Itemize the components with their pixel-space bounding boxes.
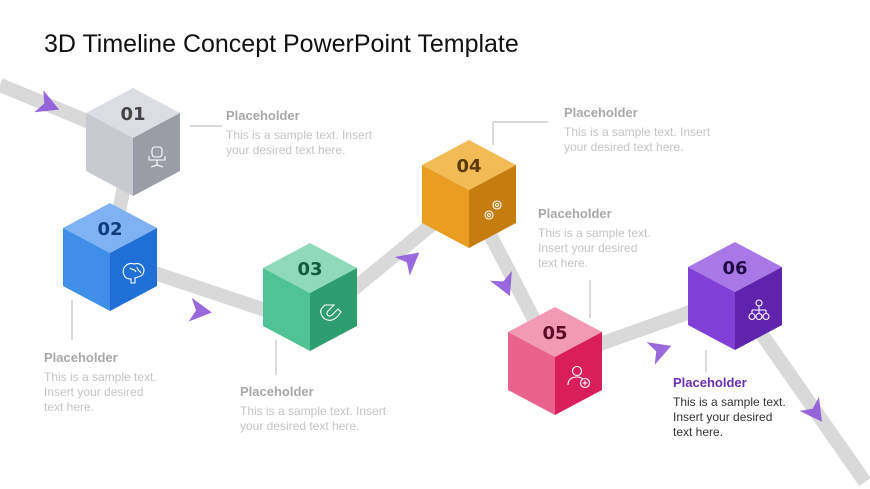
placeholder-text: This is a sample text. Insert your desir… <box>240 404 387 433</box>
cube-left-face <box>688 267 735 350</box>
cube-left-face <box>263 268 310 351</box>
placeholder-text: This is a sample text. Insert your desir… <box>673 395 786 439</box>
slide-title: 3D Timeline Concept PowerPoint Template <box>44 30 519 58</box>
cube-04: 04 <box>422 140 516 248</box>
cube-left-face <box>63 228 110 311</box>
add-user-icon <box>567 365 591 389</box>
arrow-icon <box>188 297 212 322</box>
placeholder-heading: Placeholder <box>240 384 314 399</box>
arrow-icon <box>394 252 420 276</box>
placeholder-heading: Placeholder <box>226 108 300 123</box>
cube-06: 06 <box>688 242 782 350</box>
step-number: 02 <box>97 219 122 240</box>
placeholder-6: Placeholder This is a sample text. Inser… <box>673 375 793 440</box>
arrow-icon <box>799 396 822 422</box>
arrow-icon <box>489 270 512 296</box>
arrow-icon <box>646 342 672 365</box>
step-number: 05 <box>542 323 567 344</box>
placeholder-heading: Placeholder <box>564 105 638 120</box>
placeholder-3: Placeholder This is a sample text. Inser… <box>240 384 400 434</box>
placeholder-text: This is a sample text. Insert your desir… <box>564 125 711 154</box>
cube-01: 01 <box>86 88 180 196</box>
cube-03: 03 <box>263 243 357 351</box>
placeholder-1: Placeholder This is a sample text. Inser… <box>226 108 386 158</box>
arrow-icon <box>34 90 60 113</box>
org-chart-icon <box>748 299 770 321</box>
cube-02: 02 <box>63 203 157 311</box>
office-chair-icon <box>148 146 166 168</box>
step-number: 04 <box>456 156 481 177</box>
gears-icon <box>484 200 502 220</box>
cube-right-face <box>469 165 516 248</box>
placeholder-heading: Placeholder <box>538 206 612 221</box>
cube-left-face <box>86 113 133 196</box>
step-number: 03 <box>297 259 322 280</box>
brain-icon <box>122 263 145 284</box>
step-number: 06 <box>722 258 747 279</box>
placeholder-text: This is a sample text. Insert your desir… <box>226 128 373 157</box>
magnet-icon <box>320 304 342 321</box>
placeholder-4: Placeholder This is a sample text. Inser… <box>564 105 724 155</box>
placeholder-2: Placeholder This is a sample text. Inser… <box>44 350 164 415</box>
step-number: 01 <box>120 104 145 125</box>
placeholder-heading: Placeholder <box>673 375 747 390</box>
cube-right-face <box>133 113 180 196</box>
cube-left-face <box>508 332 555 415</box>
cube-left-face <box>422 165 469 248</box>
placeholder-text: This is a sample text. Insert your desir… <box>44 370 157 414</box>
placeholder-heading: Placeholder <box>44 350 118 365</box>
cube-05: 05 <box>508 307 602 415</box>
placeholder-5: Placeholder This is a sample text. Inser… <box>538 206 658 271</box>
cube-right-face <box>310 268 357 351</box>
placeholder-text: This is a sample text. Insert your desir… <box>538 226 651 270</box>
cube-right-face <box>555 332 602 415</box>
